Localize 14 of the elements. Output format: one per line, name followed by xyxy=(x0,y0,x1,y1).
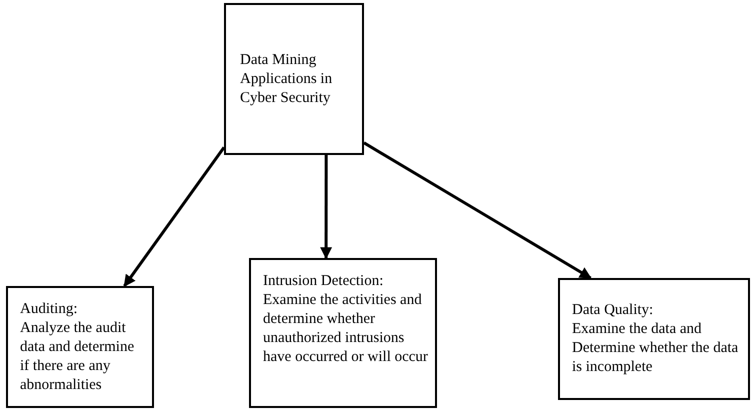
box-heading: Intrusion Detection: xyxy=(263,272,384,291)
box-heading: Auditing: xyxy=(20,300,79,318)
arrow xyxy=(123,146,226,287)
box-heading: Data Quality: xyxy=(572,301,654,320)
box-text: Analyze the audit data and determine if there are any abnormalities xyxy=(20,318,136,394)
text-box xyxy=(558,278,750,400)
text-box xyxy=(6,286,154,408)
box-text: Examine the data and Determine whether the data is incomplete xyxy=(572,320,740,377)
box-text: Data Mining Applications in Cyber Security xyxy=(240,50,334,108)
box-text: Examine the activities and determine whether unauthorized intrusions have occurred or will occur xyxy=(263,291,429,367)
text-box xyxy=(224,3,364,155)
arrow xyxy=(363,142,592,280)
arrow xyxy=(320,155,332,260)
text-box xyxy=(249,258,437,408)
